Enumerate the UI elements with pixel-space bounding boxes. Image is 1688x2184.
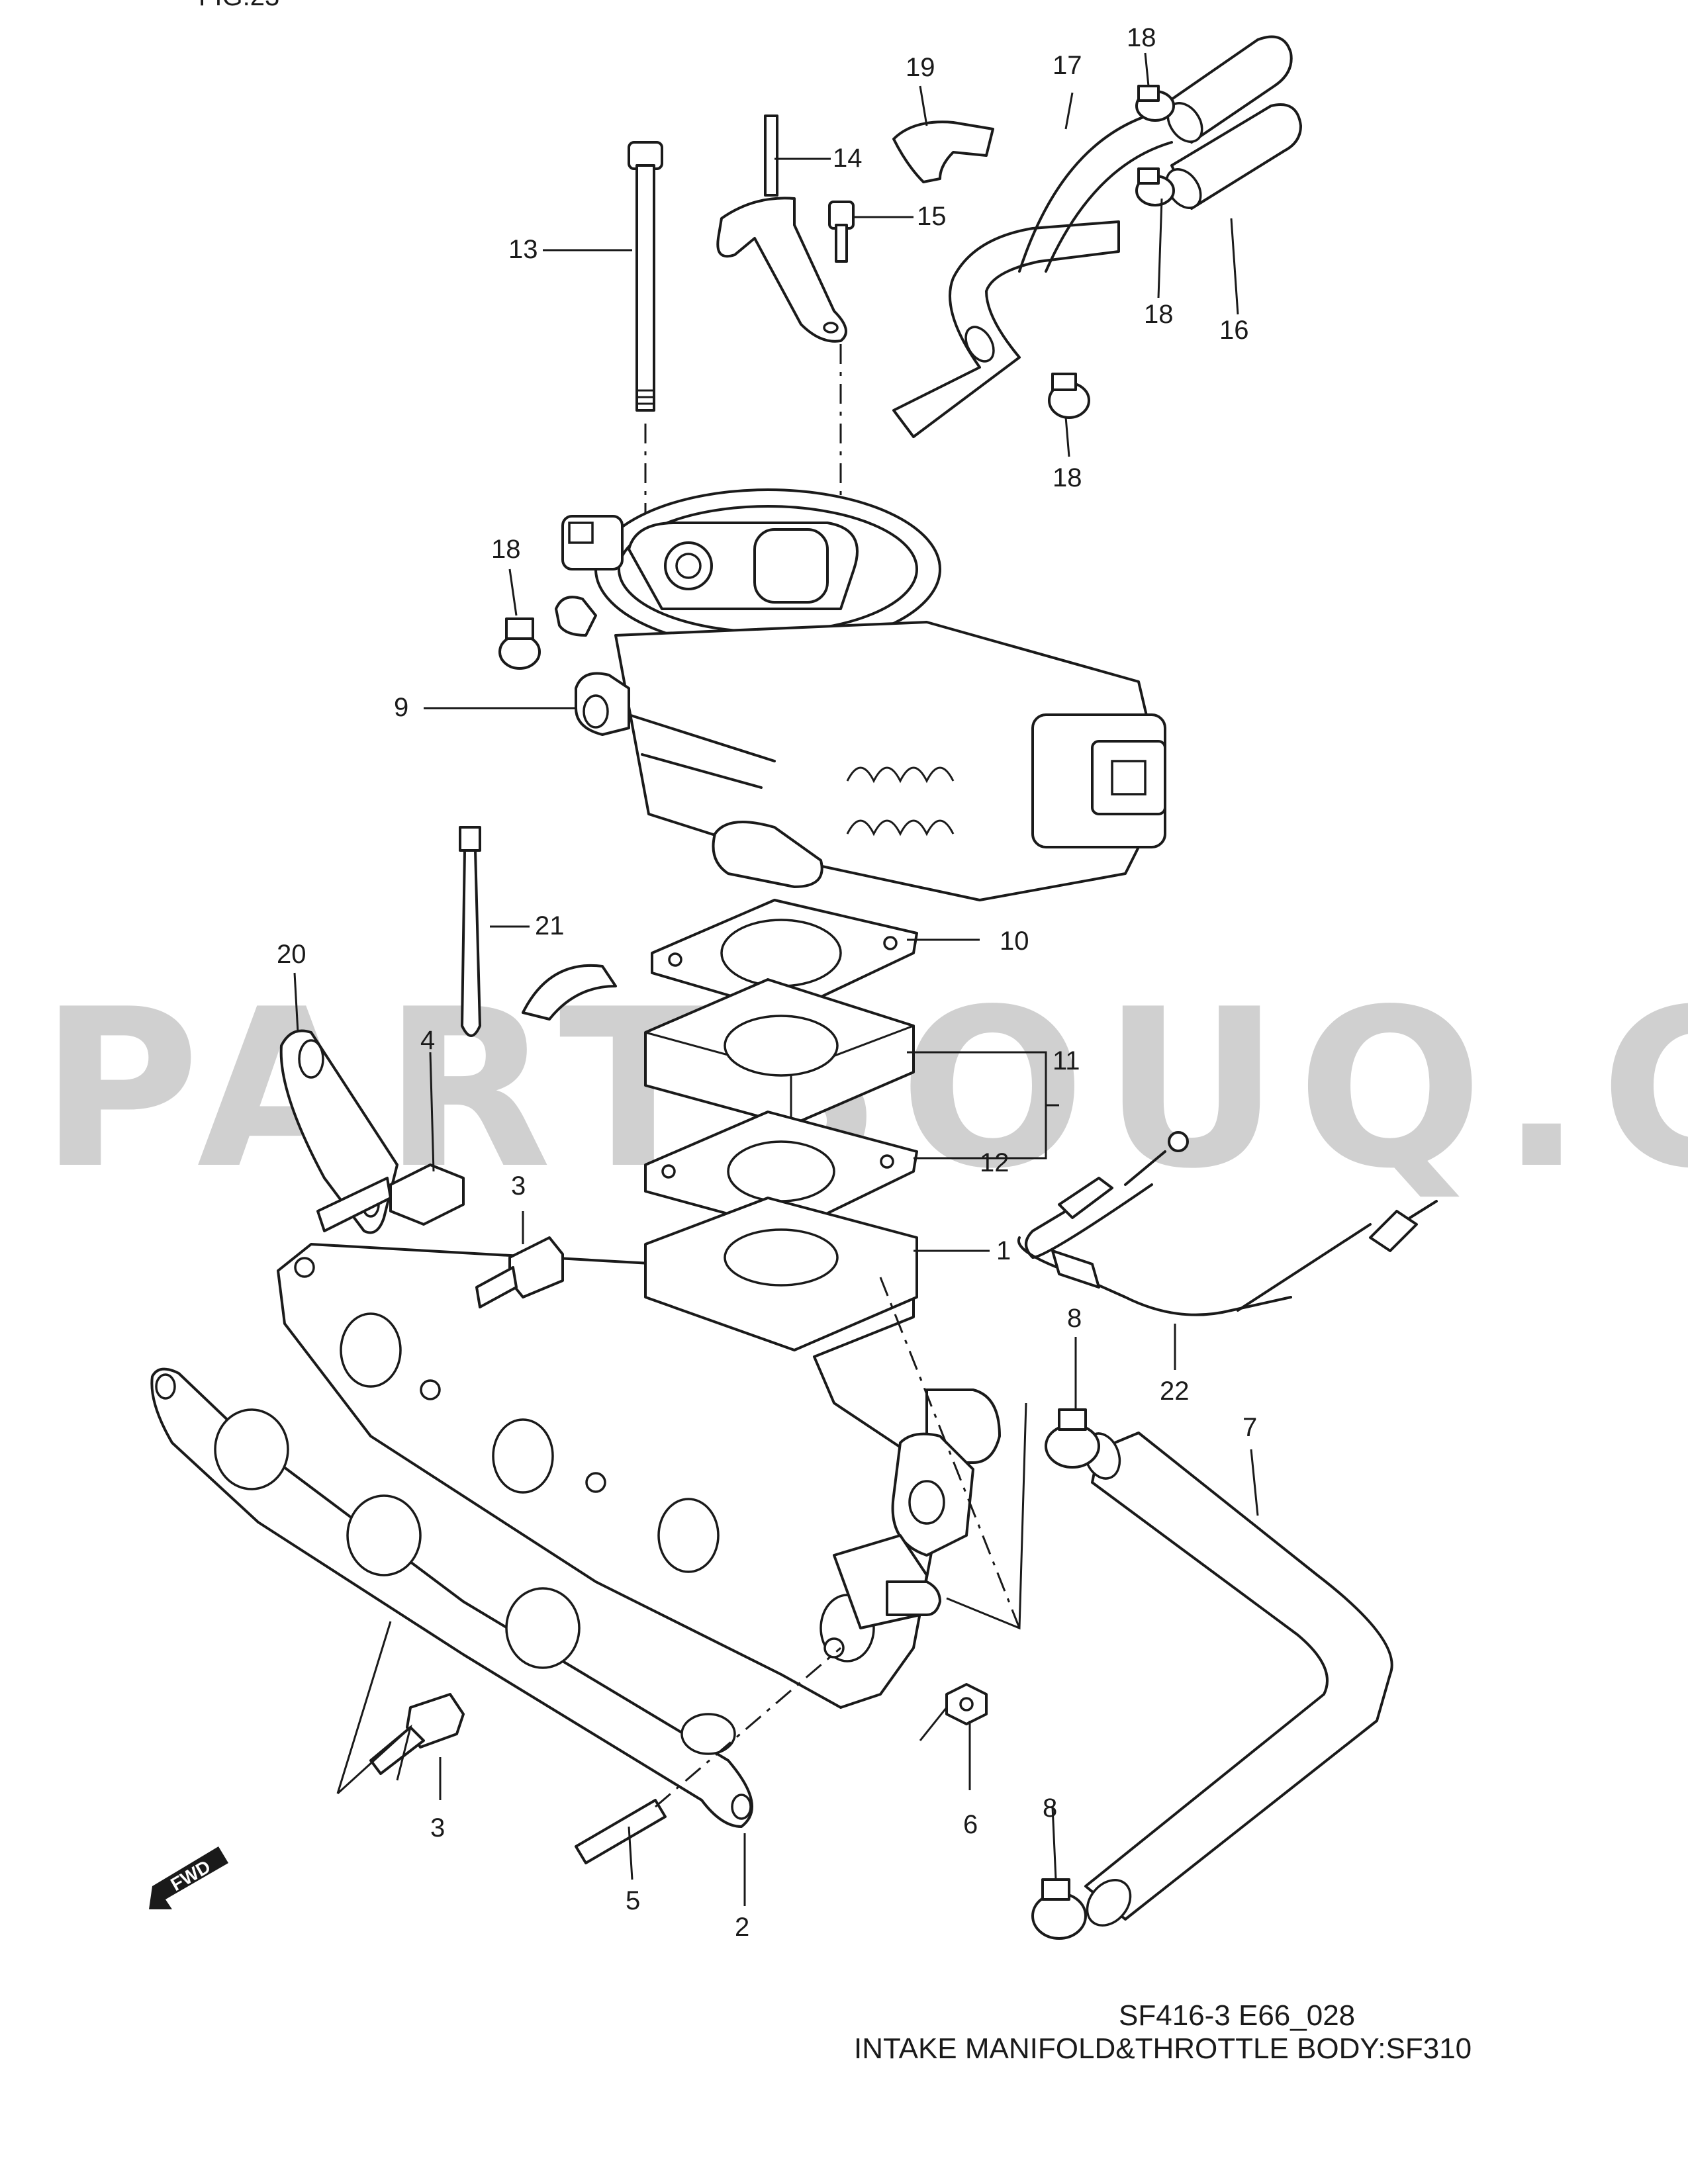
callout-10: 10 [1000,927,1029,956]
fwd-label: FWD [167,1856,214,1895]
hose-clamp-icon [1031,1878,1087,1940]
bolt-3-upper [475,1236,564,1308]
wire-harness [522,964,617,1021]
callout-21: 21 [535,911,565,940]
callout-9: 9 [394,693,408,722]
spacer-11 [644,978,915,1126]
stud-5 [575,1799,667,1864]
screw-15 [828,201,855,263]
hose-clip-icon [892,120,994,183]
callout-11: 11 [1053,1046,1080,1075]
callout-20: 20 [277,940,306,969]
callout-19: 19 [906,53,935,82]
callout-4: 4 [420,1026,435,1055]
callout-18-low: 18 [1053,463,1082,492]
intake-manifold-1 [277,1197,1001,1709]
long-bolt-13 [628,141,663,412]
callout-18-left: 18 [491,535,521,564]
upper-hose-group [892,35,1302,438]
diagram-title: INTAKE MANIFOLD&THROTTLE BODY:SF310 [854,2032,1472,2065]
gasket-12 [644,1111,918,1232]
callout-16: 16 [1219,316,1249,345]
bracket-14 [716,114,847,343]
nut-6 [945,1683,988,1725]
cable-tie-21 [459,826,481,1037]
coolant-hose-7 [1083,1432,1393,1927]
callout-22: 22 [1160,1377,1190,1406]
callout-14: 14 [833,144,863,173]
callout-8-upper: 8 [1067,1304,1082,1333]
callout-2: 2 [735,1913,749,1942]
figure-header: FIG.23 [199,0,279,11]
leader-lines [293,52,1259,1906]
bolt-4 [316,1163,465,1232]
callout-15: 15 [917,202,947,231]
fwd-arrow-icon: FWD [149,1846,228,1909]
gasket-10 [651,899,918,1014]
hose-clamp-icon [1048,373,1090,419]
callout-3-upper: 3 [511,1171,526,1201]
hose-clamp-icon [1045,1408,1100,1469]
callout-18-mid: 18 [1144,300,1174,329]
callout-3-lower: 3 [430,1813,445,1843]
callout-7: 7 [1243,1413,1257,1442]
bolt-3-lower [369,1693,465,1775]
callout-6: 6 [963,1810,978,1839]
callout-1: 1 [996,1236,1011,1265]
diagram-code: SF416-3 E66_028 [1119,1999,1355,2032]
hose-clamp-icon [1135,85,1175,122]
throttle-cable-22 [1017,1131,1438,1316]
callout-5: 5 [626,1886,640,1915]
callout-17: 17 [1053,51,1082,80]
hose-clamp-icon [1135,167,1175,206]
callout-13: 13 [508,235,538,264]
callout-18-top: 18 [1127,23,1156,52]
throttle-body-9 [555,488,1166,901]
callout-12: 12 [980,1148,1009,1177]
hose-clamp-icon [498,617,541,670]
manifold-gasket-2 [150,1367,753,1828]
callout-8-lower: 8 [1043,1794,1057,1823]
